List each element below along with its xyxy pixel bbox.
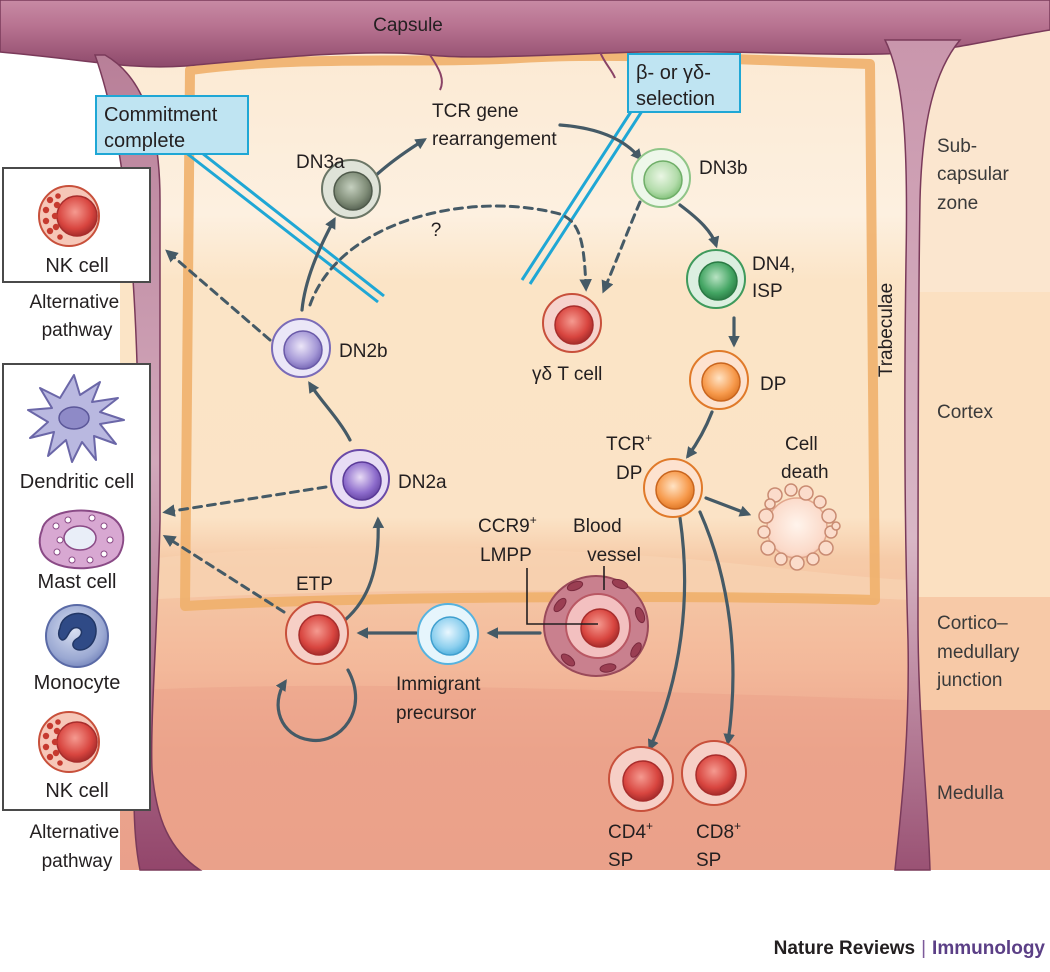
blood-vessel-label: Blood vessel — [573, 516, 641, 566]
cell-etp — [285, 601, 349, 665]
arrow-dn2a-dn2b — [308, 381, 352, 442]
zone-cm-junction: Cortico– medullary junction — [936, 613, 1025, 691]
cell-dp — [689, 350, 749, 410]
cell-immigrant — [417, 603, 479, 665]
nk-cell-top-label: NK cell — [45, 255, 108, 277]
arrow-tcrdp-cd8 — [698, 510, 735, 746]
zone-cortex: Cortex — [937, 402, 993, 423]
zone-subcapsular: Sub- capsular zone — [937, 136, 1014, 214]
alt-pathway-top-caption: Alternative pathway — [29, 292, 124, 341]
immigrant-label: Immigrant precursor — [396, 674, 486, 724]
tcr-rearrangement-label: TCR gene rearrangement — [432, 101, 557, 150]
nk-cell-bottom-icon — [38, 711, 100, 773]
dashed-dn2a-dc — [162, 485, 328, 517]
footer-separator: | — [921, 938, 927, 959]
cell-tcr-dp — [643, 458, 703, 518]
arrow-tcr-dn3b — [558, 123, 643, 161]
cell-dn3b — [631, 148, 691, 208]
cell-dn2a — [330, 449, 390, 509]
dashed-dn2b-gd — [308, 204, 592, 307]
cell-dn2b — [271, 318, 331, 378]
monocyte-icon — [45, 604, 109, 668]
dendritic-cell-label: Dendritic cell — [20, 471, 134, 493]
arrows — [275, 123, 752, 752]
cell-death-label: Cell death — [781, 434, 829, 483]
cd8-label: CD8+ SP — [696, 814, 746, 871]
arrow-etp-loop — [275, 668, 358, 743]
dn3a-label: DN3a — [296, 152, 345, 173]
nk-cell-bottom-label: NK cell — [45, 780, 108, 802]
monocyte-label: Monocyte — [34, 672, 121, 694]
tissue-background — [120, 30, 1050, 870]
dendritic-cell-icon — [27, 374, 125, 463]
dashed-etp-mast — [162, 534, 286, 614]
commitment-barrier — [184, 144, 385, 304]
journal-topic: Immunology — [932, 938, 1045, 959]
dn4-label: DN4, ISP — [752, 254, 801, 302]
trabeculae-label: Trabeculae — [876, 283, 897, 377]
blood-vessel-icon — [543, 575, 649, 677]
dn2a-label: DN2a — [398, 472, 447, 493]
capsule-label: Capsule — [373, 15, 443, 36]
gd-t-label: γδ T cell — [532, 364, 602, 385]
cd4-label: CD4+ SP — [608, 814, 658, 871]
mast-cell-icon — [38, 509, 125, 570]
journal-name: Nature Reviews — [773, 938, 916, 959]
arrow-dn3b-dn4 — [678, 203, 720, 249]
tcr-dp-label: TCR+ DP — [606, 426, 657, 484]
cell-dn3a — [321, 159, 381, 219]
etp-label: ETP — [296, 574, 333, 595]
alt-pathway-top: NK cell — [2, 167, 151, 283]
arrow-dn3a-tcr — [371, 138, 427, 180]
alt-pathway-bottom: Dendritic cell Mast cell Monocyte — [2, 363, 151, 811]
leader-lines — [526, 566, 605, 625]
dn2b-label: DN2b — [339, 341, 388, 362]
svg-text:β- or γδ- selection: β- or γδ- selection — [636, 62, 716, 110]
arrow-dn2b-dn3a — [300, 216, 336, 312]
nk-cell-top-icon — [38, 185, 100, 247]
arrow-etp-dn2a — [343, 516, 385, 622]
selection-callout: β- or γδ- selection — [627, 53, 741, 113]
journal-footer: Nature Reviews|Immunology — [700, 938, 1045, 960]
selection-barrier — [520, 103, 646, 285]
cell-cd8 — [681, 740, 747, 806]
zone-medulla: Medulla — [937, 783, 1004, 804]
alt-pathway-bottom-caption: Alternative pathway — [29, 822, 124, 872]
mast-cell-label: Mast cell — [38, 571, 117, 593]
dashed-dn2b-nk — [165, 249, 272, 342]
cortex-border — [180, 50, 880, 611]
dashed-dn3b-gd — [601, 200, 642, 294]
cell-death-icon — [757, 483, 841, 571]
arrow-tcrdp-cd4 — [647, 516, 687, 752]
dashed-arrows — [162, 200, 642, 614]
question-mark: ? — [431, 220, 442, 241]
dp-label: DP — [760, 374, 786, 395]
cell-dn4 — [686, 249, 746, 309]
commitment-callout: Commitment complete — [95, 95, 249, 155]
cell-gd-t — [542, 293, 602, 353]
ccr9-lmpp-label: CCR9+ LMPP — [478, 508, 542, 566]
dn3b-label: DN3b — [699, 158, 748, 179]
cell-cd4 — [608, 746, 674, 812]
svg-text:Commitment complete: Commitment complete — [104, 104, 223, 152]
zone-labels: Sub- capsular zone Cortex Cortico– medul… — [936, 136, 1025, 804]
arrow-dp-tcrdp — [685, 410, 714, 459]
arrow-tcrdp-death — [704, 496, 752, 517]
